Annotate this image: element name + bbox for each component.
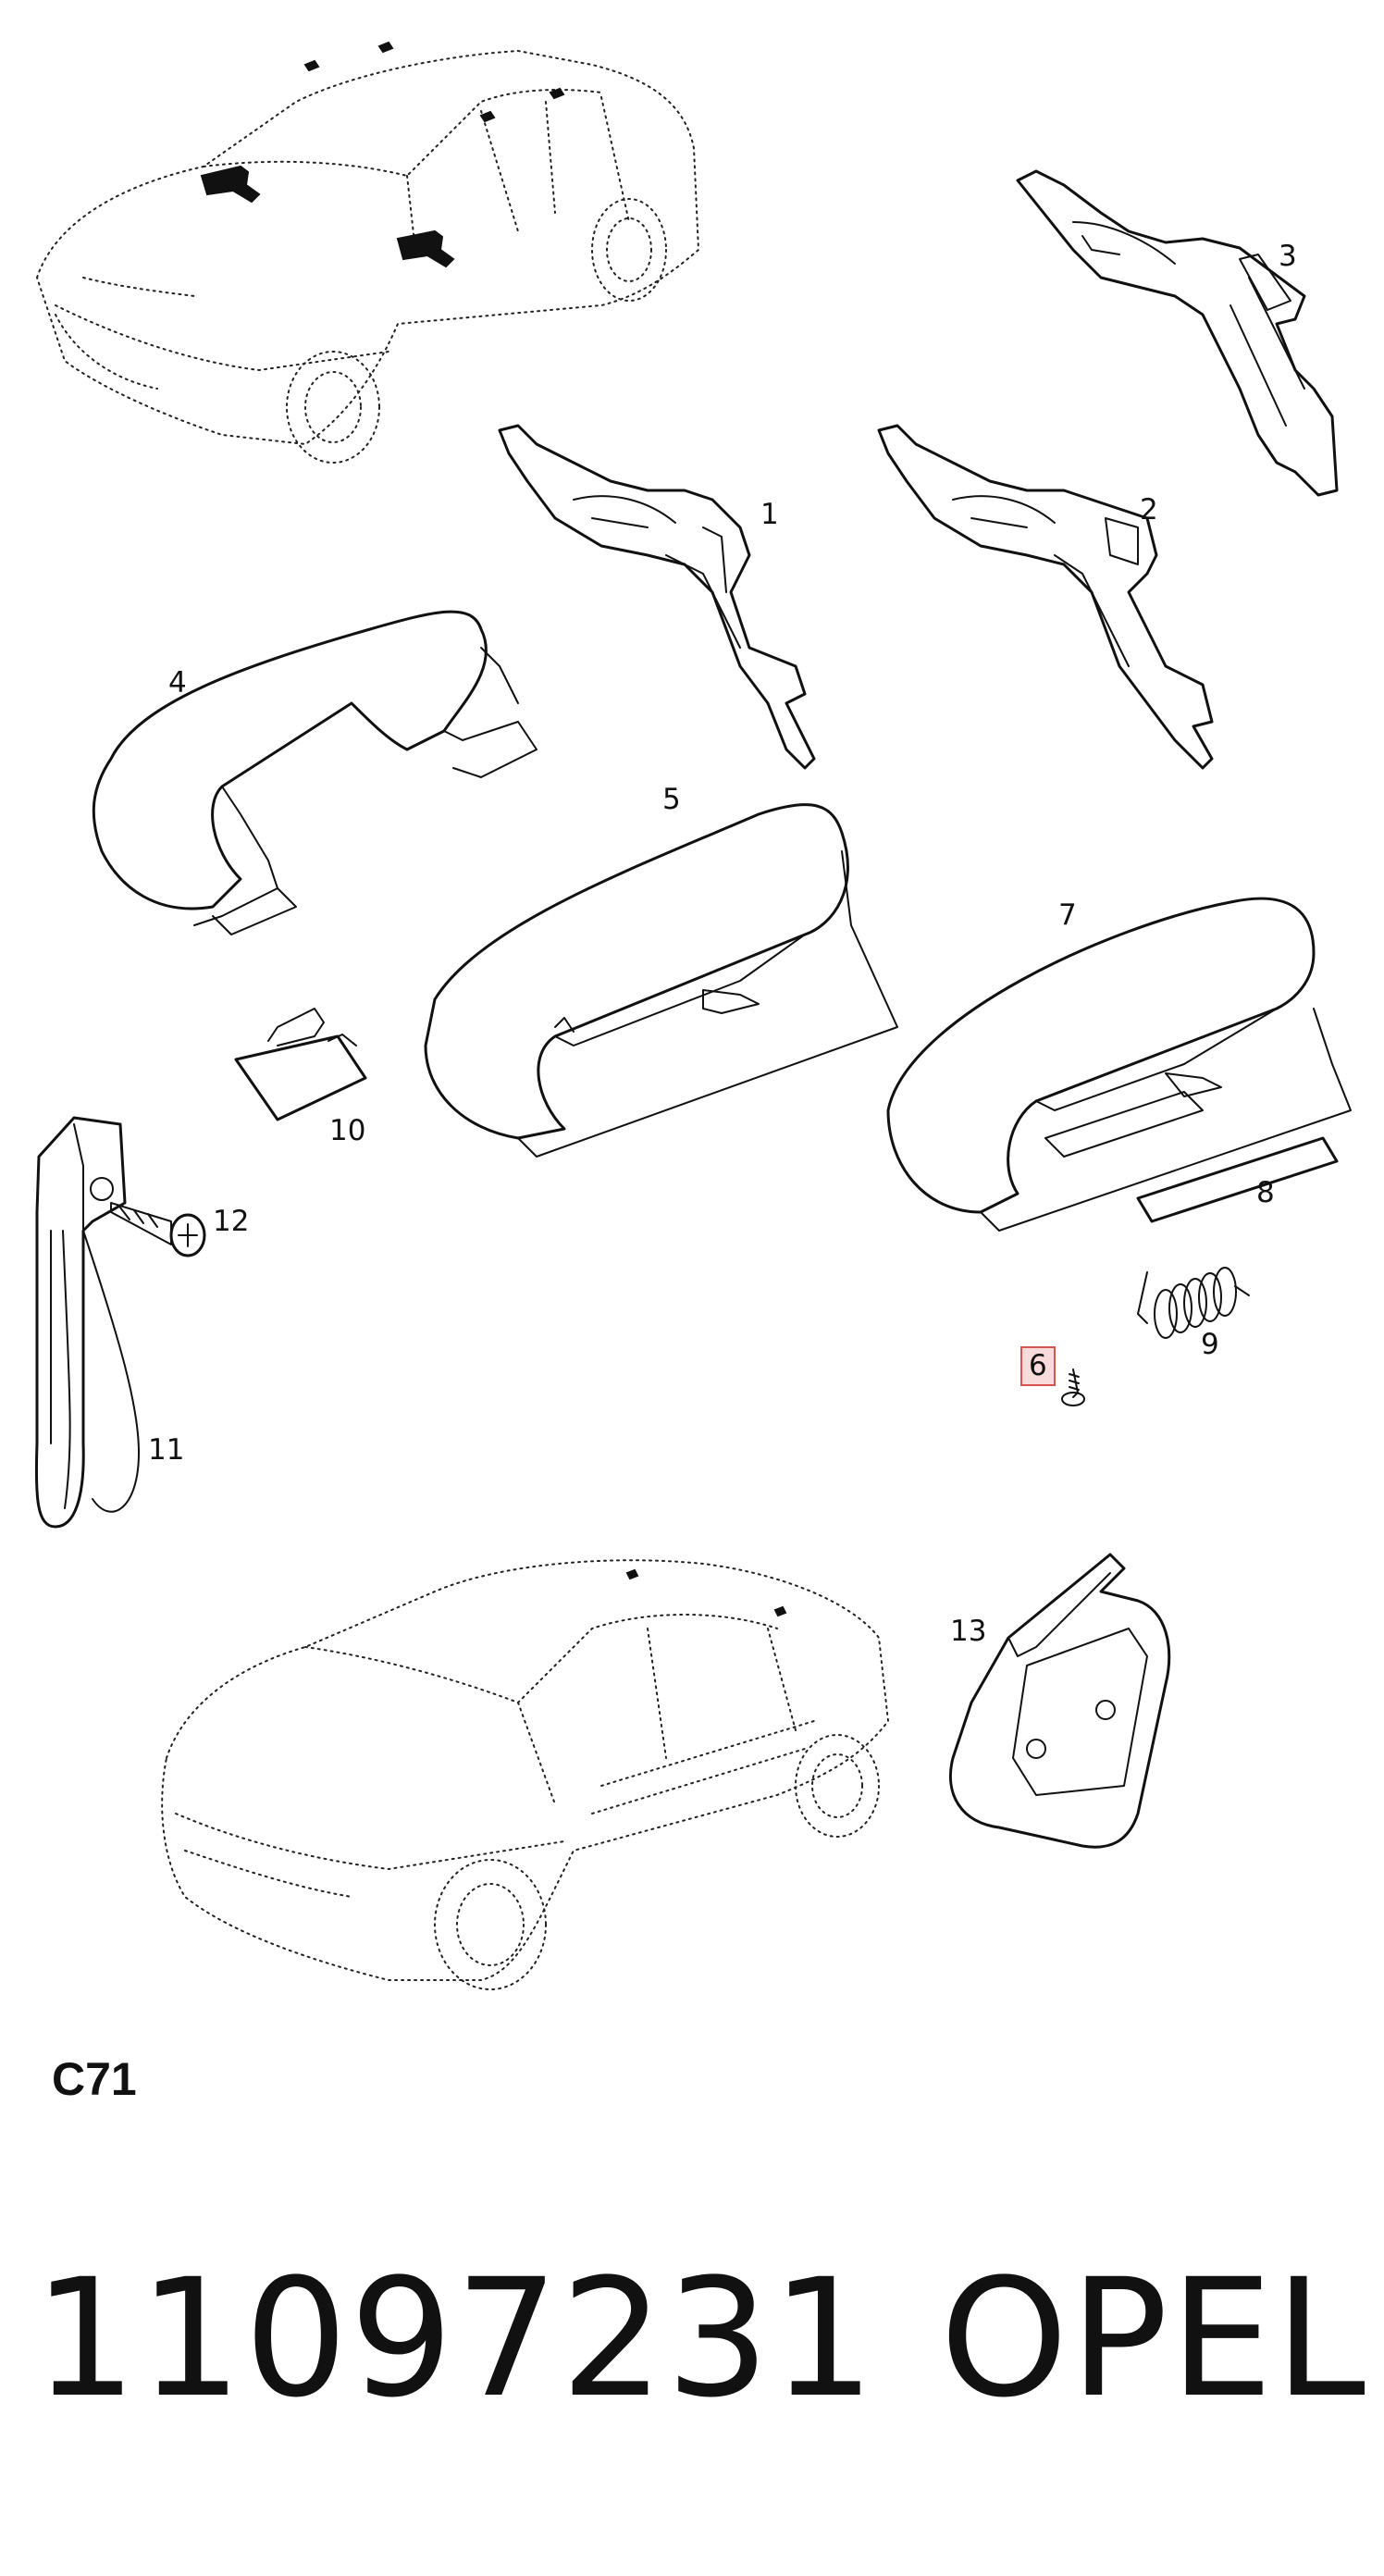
part-6-screw: [1061, 1368, 1085, 1406]
section-code: C71: [52, 2053, 137, 2105]
callout-8: 8: [1256, 1176, 1275, 1209]
callout-6-highlighted[interactable]: 6: [1020, 1346, 1056, 1386]
part-5-grab-handle: [424, 803, 898, 1158]
part-number: 11097231: [33, 2244, 877, 2434]
callout-4: 4: [168, 666, 187, 700]
part-7-grab-handle: [886, 897, 1352, 1232]
part-9-spring: [1137, 1267, 1250, 1339]
part-12-screw: [110, 1202, 206, 1257]
callout-12: 12: [213, 1205, 250, 1238]
callout-1: 1: [760, 498, 779, 531]
part-4-grab-handle: [92, 610, 538, 935]
part-13-bezel: [948, 1553, 1171, 1849]
callout-2: 2: [1140, 493, 1158, 526]
part-11-strap: [34, 1116, 140, 1529]
part-10-clip-cover: [234, 1008, 367, 1121]
part-2-pillar-trim: [877, 424, 1214, 770]
callout-9: 9: [1201, 1328, 1219, 1361]
hatchback-car-illustration: [35, 41, 700, 464]
callout-13: 13: [950, 1615, 987, 1648]
brand-name: OPEL: [940, 2244, 1367, 2434]
callout-3: 3: [1279, 240, 1297, 273]
callout-7: 7: [1058, 898, 1077, 932]
callout-10: 10: [329, 1114, 366, 1147]
part-3-pillar-trim: [1016, 169, 1339, 497]
callout-11: 11: [148, 1433, 185, 1467]
callout-5: 5: [662, 783, 681, 816]
part-1-pillar-trim: [498, 424, 816, 770]
coupe-car-illustration: [161, 1559, 890, 1990]
part-8-insert-strip: [1136, 1136, 1339, 1223]
